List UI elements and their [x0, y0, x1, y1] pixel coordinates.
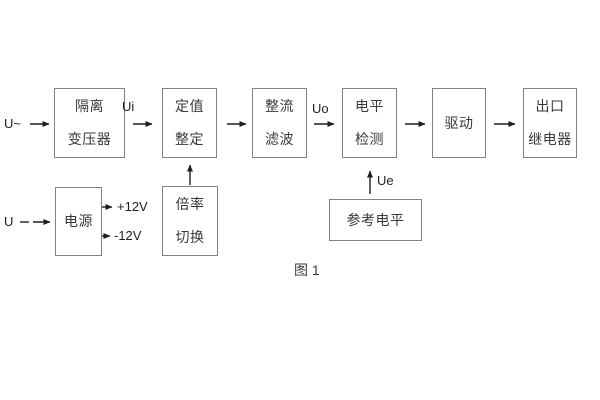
signal-input-dc: U — [4, 214, 14, 229]
block-label: 参考电平 — [346, 211, 405, 228]
block-label: 电源 — [64, 213, 93, 229]
block-label: 继电器 — [528, 131, 572, 147]
block-rectify-filter: 整流 滤波 — [252, 88, 307, 158]
block-label: 电平 — [355, 98, 384, 114]
block-label: 整流 — [265, 98, 294, 114]
block-power-supply: 电源 — [55, 187, 102, 256]
block-setting-adjust: 定值 整定 — [162, 88, 217, 158]
signal-rail-negative: -12V — [114, 228, 142, 243]
block-label: 驱动 — [444, 114, 474, 131]
block-label: 定值 — [175, 98, 204, 114]
block-label: 切换 — [175, 229, 205, 245]
signal-rail-positive: +12V — [117, 199, 148, 214]
block-ratio-switch: 倍率 切换 — [162, 186, 218, 256]
block-output-relay: 出口 继电器 — [523, 88, 577, 158]
block-label: 滤波 — [265, 131, 294, 147]
block-level-detect: 电平 检测 — [342, 88, 397, 158]
signal-uo: Uo — [312, 101, 329, 116]
block-label: 整定 — [175, 131, 204, 147]
block-label: 检测 — [355, 131, 384, 147]
block-driver: 驱动 — [432, 88, 486, 158]
block-isolation-transformer: 隔离 变压器 — [54, 88, 125, 158]
signal-ui: Ui — [122, 99, 135, 114]
block-label: 出口 — [535, 98, 565, 114]
block-label: 倍率 — [175, 196, 205, 212]
block-label: 隔离 — [75, 98, 104, 114]
signal-ue: Ue — [377, 173, 394, 188]
signal-input-ac: U~ — [4, 116, 21, 131]
block-reference-level: 参考电平 — [329, 199, 422, 241]
block-label: 变压器 — [67, 131, 112, 147]
figure-caption: 图 1 — [294, 262, 320, 278]
